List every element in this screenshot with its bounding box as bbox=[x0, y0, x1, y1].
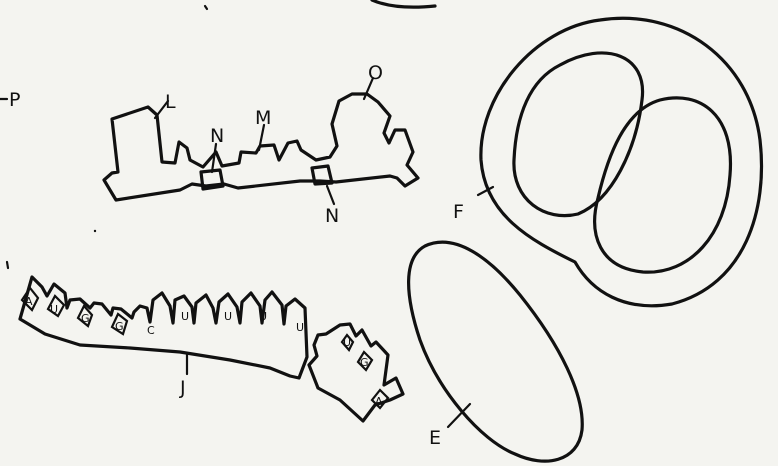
codon-letter: U bbox=[224, 310, 232, 323]
codon-letter: G bbox=[115, 320, 124, 333]
label-j: J bbox=[179, 377, 186, 399]
label-f: F bbox=[453, 201, 464, 223]
codon-letter: G bbox=[360, 356, 369, 369]
label-o: O bbox=[368, 62, 383, 84]
label-l: L bbox=[165, 91, 176, 113]
codon-letter: A bbox=[25, 295, 33, 308]
stray-mark bbox=[7, 262, 8, 268]
codon-letter: U bbox=[259, 310, 267, 323]
label-e: E bbox=[429, 427, 441, 449]
stray-dot bbox=[94, 230, 96, 232]
codon-letter: U bbox=[181, 310, 189, 323]
codon-letter: U bbox=[296, 321, 304, 334]
cell-f-outer bbox=[481, 18, 762, 305]
label-p: P bbox=[9, 89, 20, 111]
label-n-bottom: N bbox=[325, 205, 339, 227]
mrna-strand-right bbox=[309, 324, 403, 421]
codon-letter: A bbox=[375, 395, 383, 408]
label-n-top: N bbox=[210, 125, 224, 147]
label-m: M bbox=[255, 107, 271, 129]
cell-f-lobe-right bbox=[595, 98, 731, 272]
codon-letter: C bbox=[147, 324, 155, 337]
codon-letter: U bbox=[343, 336, 351, 349]
n-pointer-line-bottom bbox=[327, 186, 334, 204]
codon-letter: U bbox=[50, 303, 58, 316]
top-edge-dot bbox=[205, 6, 207, 9]
mrna-strand-left bbox=[20, 277, 307, 378]
top-edge-fragment bbox=[372, 0, 435, 7]
cell-f-lobe-left bbox=[514, 53, 643, 216]
codon-letter: G bbox=[81, 312, 90, 325]
